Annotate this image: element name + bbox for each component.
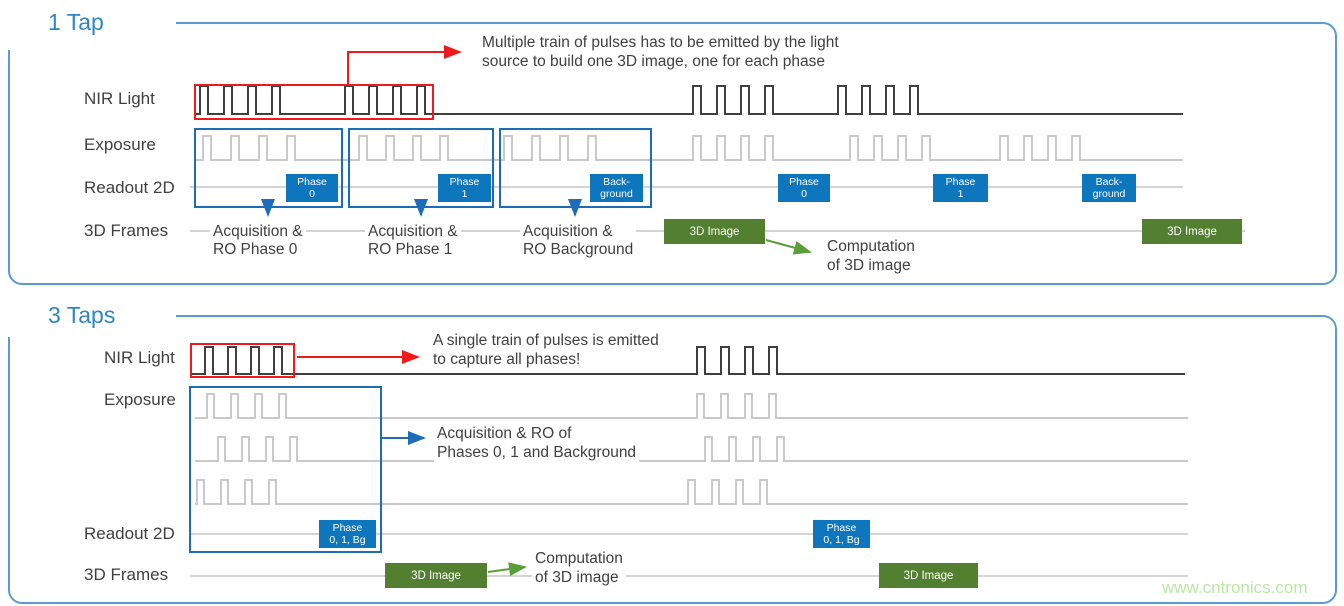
3d-image-frame: 3D Image — [1142, 219, 1242, 244]
pulse-train-note-1tap: Multiple train of pulses has to be emitt… — [482, 34, 839, 70]
pulse-waveform — [190, 346, 1185, 375]
readout-chip: Phase 0 — [778, 174, 830, 202]
row-label-nir-1tap: NIR Light — [84, 89, 155, 108]
3d-image-frame: 3D Image — [664, 219, 765, 244]
watermark: www.cntronics.com — [1162, 578, 1308, 597]
panel-3taps-corner-mask — [0, 301, 42, 337]
exposure-box-phase0 — [194, 128, 343, 208]
exposure-box-3taps — [189, 386, 382, 553]
nir-highlight-box-3taps — [190, 343, 295, 378]
pulse-waveform — [195, 393, 1188, 419]
computation-note-1tap: Computation of 3D image — [824, 236, 918, 276]
computation-note-3taps: Computation of 3D image — [532, 548, 626, 588]
3d-image-frame: 3D Image — [879, 563, 978, 588]
acquisition-note: Acquisition & RO Phase 1 — [365, 222, 461, 260]
readout-chip: Phase 0 — [286, 174, 338, 202]
pulse-note-arrow-1tap — [347, 45, 462, 84]
acquisition-note: Acquisition & RO Background — [520, 222, 637, 260]
readout-chip: Phase 1 — [438, 174, 491, 202]
row-label-readout-3taps: Readout 2D — [84, 524, 175, 543]
row-label-exposure-3taps: Exposure — [104, 390, 176, 409]
exposure-box-phase1 — [348, 128, 494, 208]
pulse-waveform — [196, 135, 1183, 161]
readout-chip: Phase 0, 1, Bg — [813, 520, 870, 548]
readout-chip: Phase 0, 1, Bg — [319, 520, 376, 548]
acquisition-note: Acquisition & RO Phase 0 — [210, 222, 306, 260]
pulse-waveform — [194, 85, 1183, 115]
readout-chip: Back- ground — [590, 174, 643, 202]
computation-arrow-3taps — [487, 562, 527, 577]
row-label-readout-1tap: Readout 2D — [84, 178, 175, 197]
section-title-1tap: 1 Tap — [42, 6, 176, 38]
panel-1tap — [8, 22, 1337, 285]
computation-arrow-1tap — [765, 239, 812, 255]
section-title-3taps: 3 Taps — [42, 299, 176, 331]
pulse-waveform — [195, 479, 1188, 505]
row-label-frames-1tap: 3D Frames — [84, 221, 169, 240]
row-label-exposure-1tap: Exposure — [84, 135, 156, 154]
exposure-box-background — [499, 128, 652, 208]
panel-3taps — [8, 315, 1337, 604]
pulse-train-note-3taps: A single train of pulses is emitted to c… — [433, 332, 659, 368]
row-label-nir-3taps: NIR Light — [104, 348, 175, 367]
acquisition-note-3taps: Acquisition & RO of Phases 0, 1 and Back… — [434, 423, 640, 463]
readout-chip: Phase 1 — [933, 174, 988, 202]
row-label-frames-3taps: 3D Frames — [84, 565, 169, 584]
nir-highlight-box-1tap — [194, 84, 434, 120]
3d-image-frame: 3D Image — [385, 563, 487, 588]
readout-chip: Back- ground — [1082, 174, 1136, 202]
panel-1tap-corner-mask — [0, 8, 42, 50]
